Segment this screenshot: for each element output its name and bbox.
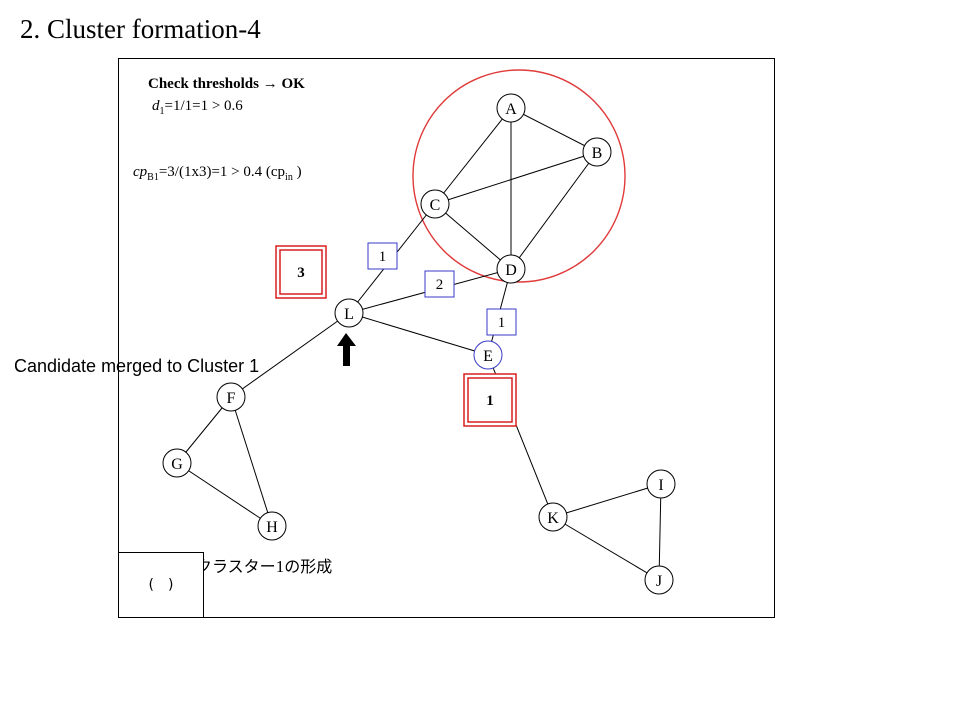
eq1-variable: d (152, 98, 160, 114)
candidate-box-inner (279, 249, 323, 295)
node-a (496, 93, 526, 123)
candidate-box-outer (275, 245, 327, 299)
eq2-subscript: B1 (147, 172, 159, 183)
node-e (473, 340, 503, 370)
diagram-frame (118, 58, 775, 618)
edge-g-h (176, 462, 273, 527)
candidate-box-label: 3 (297, 265, 305, 281)
edge-f-h (230, 396, 273, 527)
node-j (644, 565, 674, 595)
edge-b-c (434, 151, 598, 205)
node-c (420, 189, 450, 219)
slide-title: 2. Cluster formation-4 (20, 14, 261, 44)
edge-a-c (434, 107, 512, 205)
edge-i-j (658, 483, 662, 581)
jp-suffix: の形成 (284, 557, 333, 576)
edge-l-f (230, 312, 350, 398)
jp-number: 1 (275, 557, 285, 576)
node-label-c: C (430, 197, 441, 214)
edge-k-i (552, 483, 662, 518)
candidate-box-inner (467, 377, 513, 423)
check-result: OK (281, 76, 305, 92)
node-label-k: K (547, 510, 559, 527)
merge-caption: Candidate merged to Cluster 1 (14, 356, 260, 376)
degree-equation: d1=1/1=1 > 0.6 (152, 98, 243, 117)
eq2-end: ) (292, 164, 302, 180)
node-d (496, 254, 526, 284)
eq2-subscript-in: in (285, 172, 293, 183)
eq1-subscript: 1 (159, 106, 165, 117)
node-label-e: E (483, 348, 493, 365)
candidate-box-outer (463, 373, 517, 427)
edge-weight-box (486, 308, 517, 336)
up-arrow-icon (337, 333, 356, 366)
edge-k-j (552, 516, 660, 581)
edge-a-b (510, 107, 598, 153)
node-h (257, 511, 287, 541)
eq2-rest: =3/(1x3)=1 > 0.4 (cp (158, 164, 286, 180)
edge-weight-label: 2 (436, 277, 444, 293)
node-k (538, 502, 568, 532)
node-label-i: I (658, 477, 663, 494)
edge-l-e (348, 312, 489, 356)
node-label-j: J (656, 573, 662, 590)
placeholder-box: ( ) (118, 552, 204, 618)
edge-weight-label: 1 (498, 315, 506, 331)
cluster-1-circle (412, 69, 626, 283)
right-arrow-icon: → (262, 76, 278, 92)
edge-c-d (434, 203, 512, 270)
edge-weight-label: 1 (379, 249, 387, 265)
candidate-box-label: 1 (486, 393, 494, 409)
node-label-f: F (227, 390, 236, 407)
node-f (216, 382, 246, 412)
edge-weight-box (424, 270, 455, 298)
node-label-b: B (592, 145, 603, 162)
node-label-g: G (171, 456, 183, 473)
jp-label: クラスター (196, 557, 276, 576)
check-thresholds-text: Check thresholds → OK (148, 76, 305, 93)
eq1-rest: =1/1=1 > 0.6 (164, 98, 243, 114)
node-label-a: A (505, 101, 517, 118)
eq2-variable: cp (133, 164, 148, 180)
node-i (646, 469, 676, 499)
node-g (162, 448, 192, 478)
node-label-l: L (344, 306, 354, 323)
check-label: Check thresholds (148, 76, 259, 92)
node-label-d: D (505, 262, 517, 279)
edge-weight-box (367, 242, 398, 270)
cp-equation: cpB1=3/(1x3)=1 > 0.4 (cpin ) (133, 164, 302, 183)
node-b (582, 137, 612, 167)
japanese-caption: クラスター1の形成 (196, 553, 332, 577)
node-l (334, 298, 364, 328)
edge-b-d (510, 151, 598, 270)
node-label-h: H (266, 519, 278, 536)
